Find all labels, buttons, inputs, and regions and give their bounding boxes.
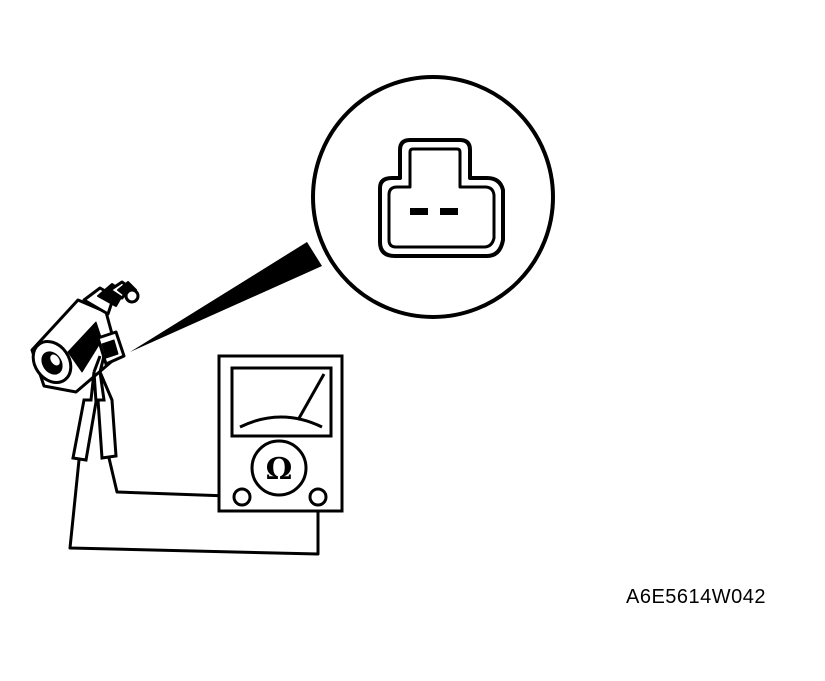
solenoid-sensor-icon: [30, 280, 140, 394]
test-leads: [68, 457, 320, 556]
ohm-dial: [250, 439, 308, 497]
connector-pin: [410, 208, 428, 215]
connector-callout: [311, 75, 555, 319]
terminal-positive: [232, 487, 252, 507]
test-probes: [71, 355, 118, 462]
meter-needle: [296, 373, 326, 421]
probe-right: [96, 371, 118, 460]
probe-left: [71, 371, 98, 462]
ohm-symbol: Ω: [266, 452, 293, 487]
meter-scale: [239, 415, 323, 429]
figure-code: A6E5614W042: [626, 586, 767, 608]
callout-beam: [130, 242, 322, 352]
connector-pin: [440, 208, 458, 215]
lead-wire-positive: [107, 457, 229, 498]
terminal-negative: [308, 487, 328, 507]
two-pin-connector-icon: [378, 138, 505, 258]
lead-wire-negative: [68, 459, 320, 556]
analog-ohmmeter-icon: Ω: [217, 354, 344, 513]
